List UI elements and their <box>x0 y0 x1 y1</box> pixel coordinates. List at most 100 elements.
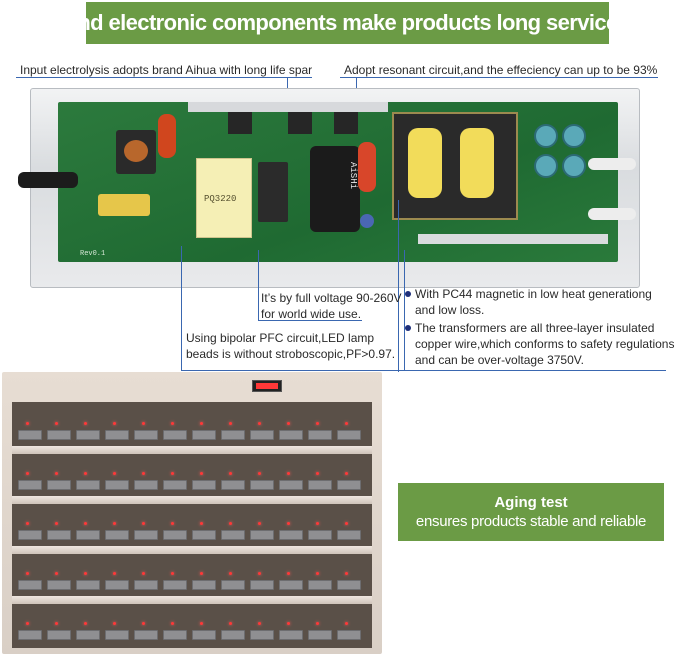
indicator-led <box>258 522 261 525</box>
power-supply-unit <box>337 530 361 540</box>
mosfet <box>228 112 252 134</box>
indicator-led <box>316 472 319 475</box>
indicator-led <box>171 522 174 525</box>
power-supply-unit <box>279 630 303 640</box>
power-supply-unit <box>18 480 42 490</box>
power-supply-unit <box>221 530 245 540</box>
aging-title: Aging test <box>494 494 568 511</box>
power-supply-unit <box>163 480 187 490</box>
shelf <box>12 596 372 604</box>
indicator-led <box>26 472 29 475</box>
power-supply-unit <box>18 580 42 590</box>
indicator-led <box>229 572 232 575</box>
inductor-marking: PQ3220 <box>204 194 237 204</box>
power-supply-unit <box>163 530 187 540</box>
callout-line <box>258 250 259 320</box>
indicator-led <box>113 422 116 425</box>
indicator-led <box>84 622 87 625</box>
indicator-led <box>55 472 58 475</box>
power-supply-unit <box>134 580 158 590</box>
banner-title: Brand electronic components make product… <box>42 10 653 35</box>
aging-subtitle: ensures products stable and reliable <box>415 513 647 530</box>
mosfet <box>334 112 358 134</box>
power-supply-unit <box>250 430 274 440</box>
indicator-led <box>316 422 319 425</box>
pcb: PQ3220 AiSHi Rev0.1 <box>18 102 636 262</box>
power-supply-unit <box>192 480 216 490</box>
power-supply-unit <box>18 630 42 640</box>
indicator-led <box>171 472 174 475</box>
callout-electrolysis: Input electrolysis adopts brand Aihua wi… <box>20 63 313 77</box>
power-supply-unit <box>250 580 274 590</box>
indicator-led <box>200 422 203 425</box>
power-supply-unit <box>105 530 129 540</box>
output-capacitor <box>562 124 586 148</box>
power-supply-unit <box>250 630 274 640</box>
transformer-winding <box>408 128 442 198</box>
power-supply-unit <box>279 530 303 540</box>
shelf <box>12 546 372 554</box>
power-supply-unit <box>76 530 100 540</box>
indicator-led <box>26 572 29 575</box>
pfc-inductor <box>196 158 252 238</box>
indicator-led <box>84 572 87 575</box>
power-supply-unit <box>308 580 332 590</box>
power-supply-unit <box>47 580 71 590</box>
indicator-led <box>345 522 348 525</box>
indicator-led <box>26 622 29 625</box>
indicator-led <box>26 422 29 425</box>
power-supply-unit <box>221 630 245 640</box>
indicator-led <box>171 572 174 575</box>
power-supply-unit <box>221 480 245 490</box>
power-supply-unit <box>163 630 187 640</box>
fuse-holder <box>98 194 150 216</box>
power-supply-unit <box>105 580 129 590</box>
callout-line <box>398 200 399 372</box>
callout-line <box>258 320 362 321</box>
power-supply-unit <box>337 480 361 490</box>
indicator-led <box>287 522 290 525</box>
power-supply-unit <box>279 430 303 440</box>
power-supply-unit <box>76 630 100 640</box>
electrolytic-capacitor <box>310 146 360 232</box>
shelf <box>12 496 372 504</box>
top-banner: Brand electronic components make product… <box>42 2 653 44</box>
power-supply-unit <box>250 530 274 540</box>
indicator-led <box>345 572 348 575</box>
indicator-led <box>345 622 348 625</box>
indicator-led <box>171 422 174 425</box>
indicator-led <box>287 422 290 425</box>
callout-voltage: It’s by full voltage 90-260V for world w… <box>261 291 402 321</box>
indicator-led <box>55 422 58 425</box>
input-wire-icon <box>18 172 78 188</box>
indicator-led <box>200 472 203 475</box>
indicator-led <box>258 572 261 575</box>
power-supply-unit <box>279 580 303 590</box>
power-supply-unit <box>105 630 129 640</box>
power-supply-unit <box>76 430 100 440</box>
output-heatsink <box>418 234 608 244</box>
rev-marking: Rev0.1 <box>80 250 106 258</box>
power-supply-unit <box>134 430 158 440</box>
output-capacitor <box>534 124 558 148</box>
callout-line <box>16 77 312 78</box>
indicator-led <box>142 572 145 575</box>
power-supply-unit <box>163 430 187 440</box>
power-supply-unit <box>279 480 303 490</box>
power-supply-unit <box>105 430 129 440</box>
indicator-led <box>142 622 145 625</box>
indicator-led <box>287 572 290 575</box>
power-supply-unit <box>192 430 216 440</box>
power-supply-unit <box>221 430 245 440</box>
callout-line <box>404 250 405 370</box>
power-supply-unit <box>134 630 158 640</box>
indicator-led <box>229 472 232 475</box>
indicator-led <box>113 572 116 575</box>
indicator-led <box>345 422 348 425</box>
callout-line <box>340 77 658 78</box>
callout-transformer: The transformers are all three-layer ins… <box>405 320 674 368</box>
output-wire <box>588 208 636 220</box>
power-supply-board-photo: PQ3220 AiSHi Rev0.1 <box>18 88 640 288</box>
indicator-led <box>84 422 87 425</box>
power-supply-unit <box>47 530 71 540</box>
